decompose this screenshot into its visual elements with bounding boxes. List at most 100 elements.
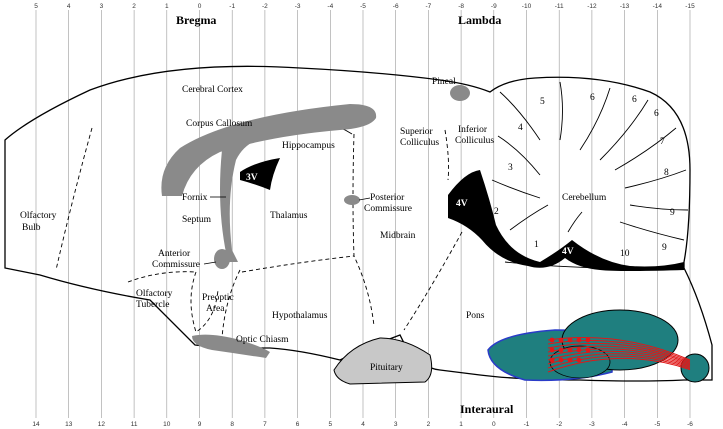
inferior-colliculus-label-line2: Colliculus [455, 136, 494, 146]
lobule-number: 6 [590, 93, 595, 103]
tract-cell [576, 347, 582, 353]
bottom-ruler-tick-label: 6 [296, 421, 300, 428]
third-ventricle-label: 3V [246, 173, 258, 183]
corpus-callosum-shape [161, 104, 377, 196]
pituitary-shape [333, 337, 433, 385]
midbrain-label: Midbrain [380, 231, 416, 241]
tract-cell [549, 337, 555, 343]
bottom-ruler-tick-label: 7 [263, 421, 267, 428]
colliculus-boundary [444, 129, 450, 181]
bottom-ruler-tick-label: 14 [32, 421, 40, 428]
olfactory-bulb-boundary [55, 127, 93, 271]
tract-fibre [547, 357, 691, 373]
anterior-commissure-label-line2: Commissure [152, 260, 200, 270]
tract-cell [585, 337, 591, 343]
top-ruler-tick-label: -8 [458, 3, 464, 10]
posterior-commissure-label-line2: Commissure [364, 204, 412, 214]
tract-fibre [547, 348, 691, 366]
optic-chiasm-label: Optic Chiasm [236, 335, 289, 345]
cerebellum-folia [491, 81, 689, 241]
olfactory-tubercle-boundary [127, 271, 197, 283]
midbrain-boundary [352, 133, 375, 327]
tract-cell [558, 337, 564, 343]
lobule-number: 2 [494, 207, 499, 217]
top-ruler-tick-label: -5 [360, 3, 366, 10]
top-ruler-tick-label: 5 [34, 3, 38, 10]
bottom-ruler-tick-label: 12 [98, 421, 106, 428]
olfactory-bulb-label-line1: Olfactory [20, 210, 57, 221]
bottom-ruler-tick-label: 5 [328, 421, 332, 428]
top-ruler-tick-label: -15 [685, 3, 695, 10]
anterior-commissure-pointer [203, 261, 217, 265]
preoptic-area-label-line2: Area [206, 304, 225, 314]
anterior-commissure-label-line1: Anterior [158, 249, 191, 259]
top-ruler-tick-label: -13 [620, 3, 630, 10]
top-ruler-tick-label: -12 [587, 3, 597, 10]
thalamus-label: Thalamus [270, 211, 308, 221]
olfactory-bulb-label-line2: Bulb [22, 223, 41, 233]
interaural-label: Interaural [460, 402, 514, 416]
bottom-ruler-tick-label: 3 [394, 421, 398, 428]
bottom-ruler-tick-label: 1 [459, 421, 463, 428]
bottom-ruler-tick-label: 13 [65, 421, 73, 428]
bottom-ruler-tick-label: 8 [230, 421, 234, 428]
top-ruler-tick-label: -3 [295, 3, 301, 10]
tract-fibre [547, 350, 691, 367]
bottom-ruler-tick-label: -3 [589, 421, 595, 428]
tract-fibre [547, 353, 691, 368]
tract-fibre [547, 355, 691, 369]
pons-boundary [403, 231, 463, 331]
lobule-number: 1 [534, 240, 539, 250]
fornix-shape [220, 128, 264, 262]
inferior-colliculus-label-line1: Inferior [458, 124, 488, 135]
lobule-number: 3 [508, 163, 513, 173]
pineal-label: Pineal [432, 77, 456, 87]
lobule-number: 9 [670, 208, 675, 218]
hypothalamus-boundary [221, 269, 241, 339]
superior-colliculus-label-line1: Superior [400, 127, 434, 137]
bottom-ruler-tick-label: -5 [654, 421, 660, 428]
tract-cell [567, 357, 573, 363]
superior-colliculus-label-line2: Colliculus [400, 138, 439, 148]
top-ruler-tick-label: -7 [426, 3, 432, 10]
tract-cell [549, 357, 555, 363]
top-ruler-tick-label: -4 [327, 3, 333, 10]
lobule-number: 6 [654, 109, 659, 119]
tract-fibre [547, 340, 691, 362]
tract-fibre [547, 345, 691, 365]
lobule-number: 6 [632, 95, 637, 105]
lobule-number: 5 [540, 97, 545, 107]
top-ruler-tick-label: -6 [393, 3, 399, 10]
bottom-ruler-tick-label: 0 [492, 421, 496, 428]
tract-cell [576, 357, 582, 363]
top-ruler-tick-label: 2 [132, 3, 136, 10]
cerebral-cortex-label: Cerebral Cortex [182, 85, 243, 95]
preoptic-boundary [190, 271, 219, 333]
fourth-ventricle-shape [448, 170, 684, 271]
bottom-ruler-tick-label: -2 [556, 421, 562, 428]
tract-cell [567, 347, 573, 353]
olfactory-tubercle-label-line1: Olfactory [136, 288, 173, 299]
bottom-ruler-tick-label: 2 [427, 421, 431, 428]
lobule-number: 9 [662, 243, 667, 253]
tract-fibre [547, 337, 691, 361]
pons-label: Pons [466, 311, 485, 321]
fourth-ventricle-label-2: 4V [562, 247, 574, 257]
lobule-number: 8 [664, 168, 669, 178]
septum-label: Septum [182, 215, 212, 225]
top-ruler-tick-label: -10 [522, 3, 532, 10]
tract-cell [549, 347, 555, 353]
top-ruler-tick-label: -1 [229, 3, 235, 10]
fourth-ventricle-label: 4V [456, 199, 468, 209]
lobule-number: 4 [518, 123, 523, 133]
tract-cell [558, 357, 564, 363]
top-ruler-tick-label: -11 [555, 3, 564, 10]
bregma-label: Bregma [176, 13, 216, 27]
posterior-commissure-shape [344, 195, 360, 205]
hippocampus-label: Hippocampus [282, 141, 335, 151]
bottom-ruler-tick-label: -6 [687, 421, 693, 428]
top-ruler-tick-label: -14 [653, 3, 663, 10]
bottom-ruler-tick-label: 9 [198, 421, 202, 428]
